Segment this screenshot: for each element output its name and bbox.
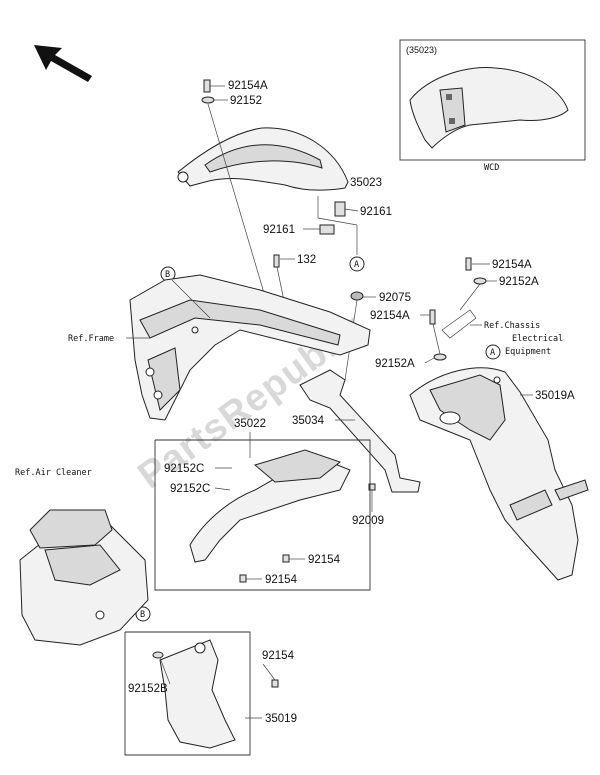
inset-box: (35023) WCD [399, 39, 586, 173]
ref-chassis-line3: Equipment [505, 347, 551, 357]
label-92152-top: 92152 [230, 95, 262, 107]
label-92154-c: 92154 [262, 650, 295, 662]
label-92154A-mid: 92154A [370, 310, 410, 322]
label-92154A-top: 92154A [228, 80, 268, 92]
ref-chassis-line1: Ref.Chassis [484, 321, 540, 331]
svg-text:A: A [490, 348, 495, 358]
washer-92152A-right [473, 277, 487, 285]
label-92154-b: 92154 [265, 574, 298, 586]
bracket-35034 [299, 369, 421, 493]
ref-air-cleaner: Ref.Air Cleaner [15, 468, 92, 478]
label-92152B: 92152B [128, 683, 168, 695]
bolt-92154A-top [203, 79, 211, 93]
label-132: 132 [297, 254, 316, 266]
washer-92152-top [201, 96, 215, 104]
ref-chassis-line2: Electrical [512, 334, 563, 344]
rubber-92161-b [319, 224, 335, 235]
svg-text:B: B [140, 610, 145, 620]
marker-b-airbox: B [135, 606, 151, 622]
label-92075: 92075 [379, 292, 411, 304]
label-92152C-a: 92152C [164, 463, 204, 475]
marker-a-top: A [349, 256, 365, 272]
label-35022: 35022 [234, 418, 266, 430]
label-35019A: 35019A [535, 390, 575, 402]
guard-box-35022 [154, 439, 371, 591]
rubber-92161-a [334, 201, 346, 217]
label-35019: 35019 [265, 713, 297, 725]
label-35034: 35034 [292, 415, 325, 427]
seat-cowl [177, 127, 349, 191]
marker-a-right: A [485, 344, 501, 360]
bolt-92154A-mid [429, 309, 436, 325]
inset-ref-code: (35023) [406, 45, 437, 55]
washer-92152A-mid [433, 353, 447, 361]
label-92154A-right: 92154A [492, 259, 532, 271]
ref-frame: Ref.Frame [68, 334, 114, 344]
inner-guard-35022 [189, 449, 351, 563]
rear-frame [129, 274, 371, 421]
label-92152C-b: 92152C [170, 483, 210, 495]
label-92009: 92009 [352, 515, 384, 527]
bolt-92154-c [271, 679, 279, 688]
air-cleaner [19, 509, 149, 646]
label-92154-a: 92154 [308, 554, 341, 566]
label-92161-b: 92161 [263, 224, 295, 236]
svg-text:B: B [165, 270, 170, 280]
label-35023: 35023 [350, 177, 382, 189]
svg-text:A: A [354, 260, 359, 270]
bolt-132 [273, 254, 280, 268]
inset-note: WCD [484, 163, 499, 173]
bolt-92154-b [239, 574, 247, 583]
bolt-92154A-right [465, 257, 472, 271]
rear-fender [409, 367, 589, 581]
mudguard-35019 [159, 639, 236, 749]
label-92161-a: 92161 [360, 206, 392, 218]
label-92152A-mid: 92152A [375, 358, 415, 370]
inset-seat-cowl [409, 66, 569, 149]
bolt-92154-a [282, 554, 290, 563]
guard-box-35019 [124, 631, 251, 756]
label-92152A-right: 92152A [499, 276, 539, 288]
direction-arrow-icon [34, 45, 92, 82]
grommet-92075 [350, 291, 364, 301]
washer-92152B [152, 651, 164, 659]
